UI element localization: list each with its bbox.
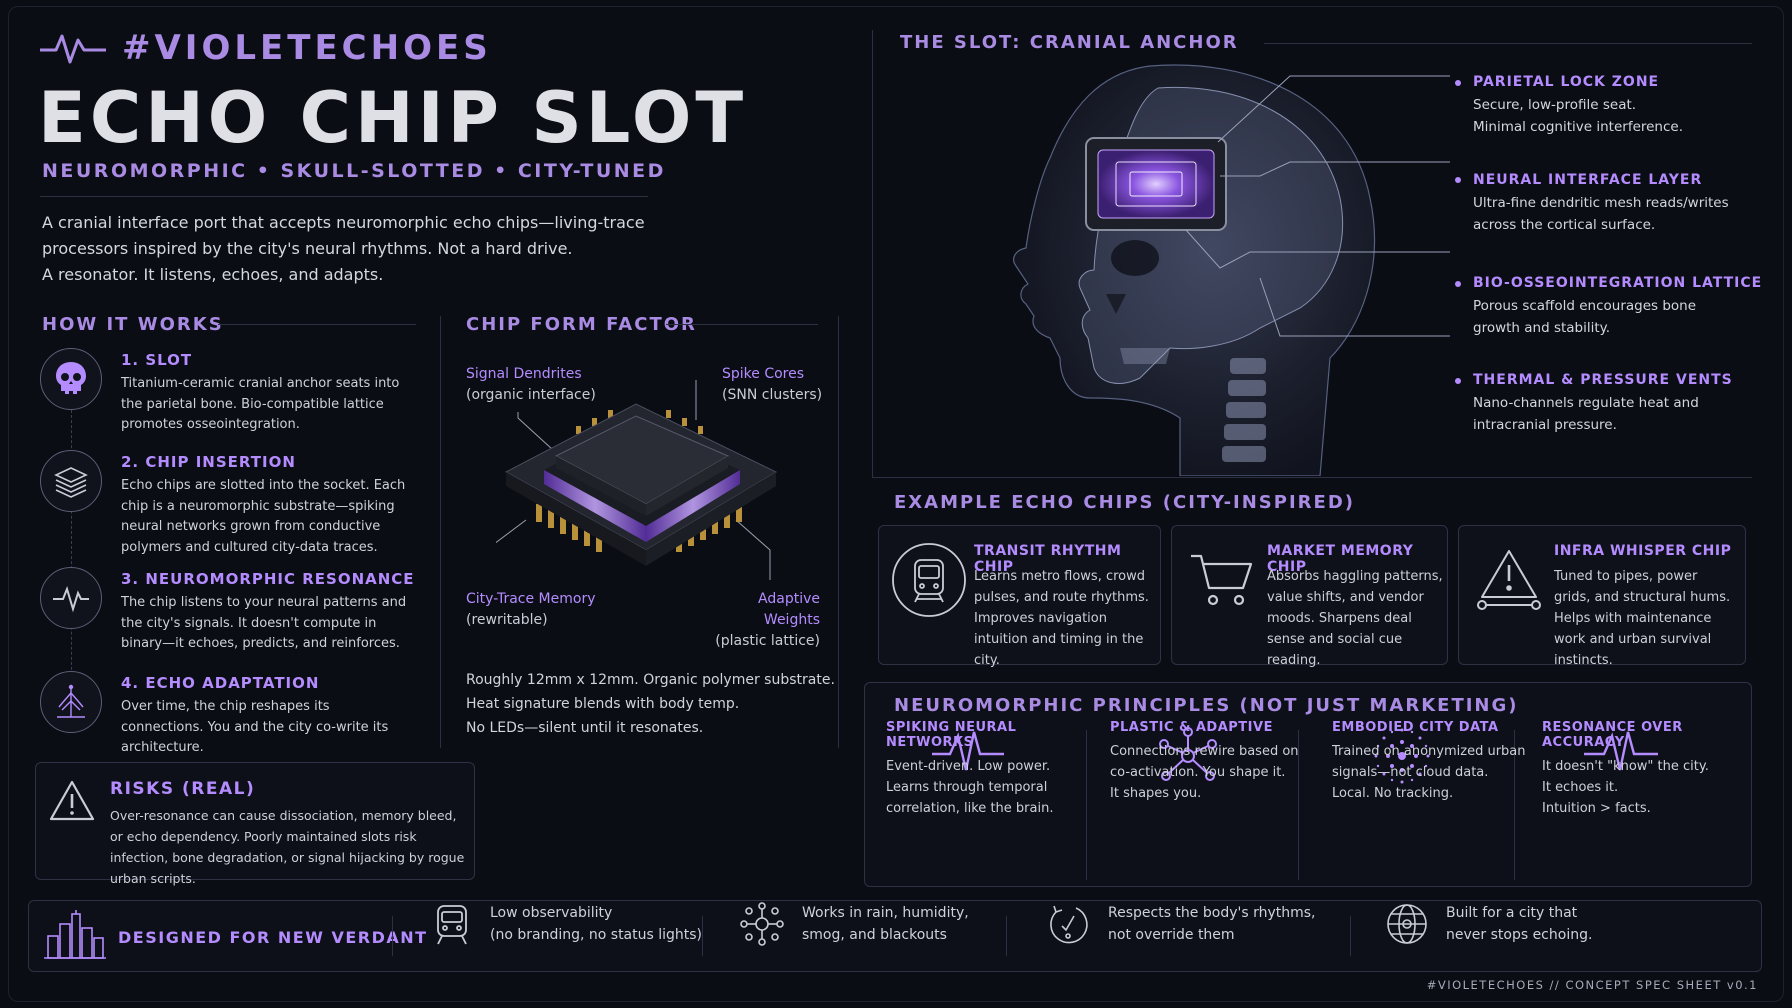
- risks-title: RISKS (REAL): [110, 779, 256, 799]
- footer-divider: [392, 916, 393, 956]
- examples-heading: EXAMPLE ECHO CHIPS (CITY-INSPIRED): [894, 492, 1355, 513]
- callout-dot: [1455, 378, 1461, 384]
- skull-xray-illustration: [1013, 64, 1450, 476]
- how-divider: [218, 324, 416, 325]
- label-spike-cores: Spike Cores (SNN clusters): [722, 366, 823, 403]
- step-description: Titanium-ceramic cranial anchor seats in…: [121, 376, 400, 432]
- card-text: Absorbs haggling patterns, value shifts,…: [1267, 569, 1443, 668]
- callout-dot: [1455, 80, 1461, 86]
- principle-resonance: RESONANCE OVER ACCURACY It doesn't "know…: [1542, 720, 1709, 816]
- card-transit-rhythm: TRANSIT RHYTHM CHIP Learns metro flows, …: [878, 525, 1161, 668]
- chip-form-heading: CHIP FORM FACTOR: [466, 314, 697, 335]
- step-title: 2. CHIP INSERTION: [121, 453, 296, 471]
- footer-weather: Works in rain, humidity,smog, and blacko…: [740, 902, 969, 946]
- pulse-icon: [40, 567, 102, 629]
- designed-for-label: DESIGNED FOR NEW VERDANT: [118, 928, 428, 947]
- card-title: INFRA WHISPER CHIP: [1554, 543, 1732, 559]
- footer-low-observability: Low observability(no branding, no status…: [432, 902, 702, 946]
- principle-divider: [1514, 730, 1515, 880]
- train-icon: [891, 542, 967, 618]
- spike-icon: [932, 731, 1004, 771]
- footer-divider: [702, 916, 703, 956]
- principles-heading: NEUROMORPHIC PRINCIPLES (NOT JUST MARKET…: [894, 695, 1519, 716]
- step-title: 4. ECHO ADAPTATION: [121, 674, 320, 692]
- neural-tree-icon: [40, 671, 102, 733]
- dots-sphere-icon: [1374, 728, 1430, 784]
- callout-thermal-vents: THERMAL & PRESSURE VENTS Nano-channels r…: [1473, 372, 1733, 433]
- principle-spiking: SPIKING NEURAL NETWORKS Event-driven. Lo…: [886, 720, 1054, 816]
- warning-network-icon: [1471, 542, 1547, 618]
- card-text: Learns metro flows, crowd pulses, and ro…: [974, 569, 1149, 668]
- step-description: Echo chips are slotted into the socket. …: [121, 478, 406, 555]
- column-divider: [838, 316, 839, 748]
- warning-icon: [49, 780, 95, 821]
- weather-icon: [740, 902, 784, 946]
- resonance-icon: [1584, 731, 1658, 771]
- risks-panel: RISKS (REAL) Over-resonance can cause di…: [35, 762, 475, 886]
- rhythm-icon: [1050, 905, 1088, 944]
- principle-plastic: PLASTIC & ADAPTIVE Connections rewire ba…: [1110, 720, 1299, 801]
- risks-text: Over-resonance can cause dissociation, m…: [110, 808, 465, 886]
- page-subtitle: NEUROMORPHIC • SKULL-SLOTTED • CITY-TUNE…: [42, 160, 666, 182]
- slot-panel-left-border: [872, 30, 873, 478]
- page-frame: [8, 6, 1784, 1002]
- slot-heading: THE SLOT: CRANIAL ANCHOR: [900, 32, 1239, 53]
- intro-text: A cranial interface port that accepts ne…: [42, 213, 645, 284]
- callout-parietal-lock: PARIETAL LOCK ZONE Secure, low-profile s…: [1473, 74, 1684, 135]
- step-title: 3. NEUROMORPHIC RESONANCE: [121, 570, 415, 588]
- signature: #VIOLETECHOES // CONCEPT SPEC SHEET v0.1: [1426, 978, 1758, 992]
- skull-icon: [40, 348, 102, 410]
- card-infra-whisper: INFRA WHISPER CHIP Tuned to pipes, power…: [1458, 525, 1746, 668]
- train-icon: [437, 905, 467, 945]
- card-text: Tuned to pipes, power grids, and structu…: [1554, 569, 1731, 668]
- city-skyline-icon: [44, 910, 106, 959]
- footer-body-rhythms: Respects the body's rhythms,not override…: [1046, 902, 1316, 946]
- callout-neural-interface: NEURAL INTERFACE LAYER Ultra-fine dendri…: [1473, 172, 1729, 233]
- globe-icon: [1387, 904, 1427, 944]
- step-description: Over time, the chip reshapes its connect…: [121, 699, 389, 755]
- chip-notes: Roughly 12mm x 12mm. Organic polymer sub…: [466, 672, 835, 736]
- chip-divider: [666, 324, 818, 325]
- principle-divider: [1298, 730, 1299, 880]
- how-it-works-heading: HOW IT WORKS: [42, 314, 224, 335]
- step-title: 1. SLOT: [121, 351, 193, 369]
- hashtag-title: #VIOLETECHOES: [122, 28, 492, 68]
- principle-embodied: EMBODIED CITY DATA Trained on anonymized…: [1332, 720, 1526, 801]
- callout-dot: [1455, 281, 1461, 287]
- footer-bar: [28, 900, 1762, 972]
- layers-icon: [40, 450, 102, 512]
- footer-divider: [1006, 916, 1007, 956]
- footer-divider: [1350, 916, 1351, 956]
- principles-panel: [864, 682, 1752, 887]
- pulse-logo-icon: [40, 34, 106, 64]
- principle-divider: [1086, 730, 1087, 880]
- column-divider: [440, 316, 441, 748]
- step-description: The chip listens to your neural patterns…: [121, 595, 407, 651]
- callout-bio-osseointegration: BIO-OSSEOINTEGRATION LATTICE Porous scaf…: [1473, 275, 1763, 336]
- network-icon: [1159, 727, 1217, 781]
- header-divider: [40, 196, 648, 197]
- card-title: MARKET MEMORY CHIP: [1267, 543, 1414, 575]
- label-city-trace-memory: City-Trace Memory (rewritable): [466, 591, 596, 628]
- label-adaptive-weights: Adaptive Weights (plastic lattice): [715, 591, 820, 649]
- chip-illustration: [496, 380, 778, 580]
- card-title: TRANSIT RHYTHM CHIP: [974, 543, 1122, 575]
- label-signal-dendrites: Signal Dendrites (organic interface): [466, 366, 596, 403]
- cart-icon: [1184, 542, 1260, 618]
- slot-panel-bottom-border: [872, 477, 1752, 478]
- card-market-memory: MARKET MEMORY CHIP Absorbs haggling patt…: [1171, 525, 1448, 668]
- page-title: ECHO CHIP SLOT: [38, 77, 748, 159]
- steps-connector: [71, 410, 72, 680]
- slot-divider: [1264, 43, 1752, 44]
- callout-dot: [1455, 177, 1461, 183]
